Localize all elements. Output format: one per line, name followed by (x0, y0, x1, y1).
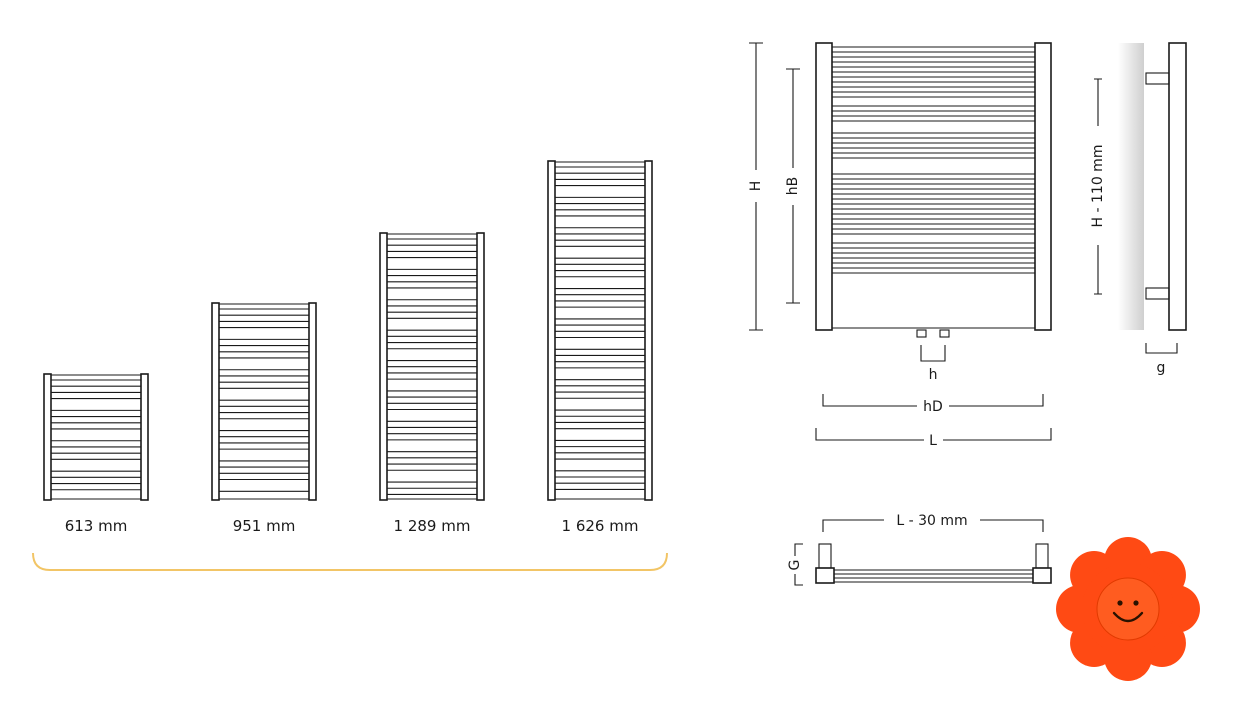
radiator-post-left (379, 232, 388, 501)
radiator-post-right (644, 160, 653, 501)
radiator-size-1289: 1 289 mm (379, 232, 485, 535)
size-range-brace (32, 552, 668, 571)
radiator-post-left (547, 160, 556, 501)
radiator-size-613: 613 mm (43, 373, 149, 535)
size-label-951: 951 mm (233, 517, 296, 535)
label-hB: hB (785, 177, 801, 195)
top-left-foot (815, 567, 835, 584)
front-right-post (1034, 42, 1052, 331)
valve-right (939, 329, 950, 338)
dimension-G: G (787, 543, 803, 586)
label-h: h (929, 367, 938, 383)
radiator-post-right (476, 232, 485, 501)
side-post (1168, 42, 1187, 331)
front-view (815, 42, 1052, 338)
size-label-1289: 1 289 mm (394, 517, 471, 535)
size-label-1626: 1 626 mm (562, 517, 639, 535)
label-g: g (1157, 360, 1166, 376)
top-view (815, 543, 1052, 584)
radiator-post-left (43, 373, 52, 501)
top-left-post (818, 543, 832, 569)
dimension-hB: hB (785, 68, 801, 304)
smiling-flower-icon (1056, 537, 1200, 681)
dimension-L: L (815, 428, 1052, 449)
front-bars (832, 46, 1035, 329)
side-bracket-bottom (1145, 287, 1170, 300)
label-L-minus-30: L - 30 mm (896, 513, 967, 529)
dimension-hD: hD (822, 394, 1044, 415)
label-H-minus-110: H - 110 mm (1090, 145, 1106, 228)
top-right-post (1035, 543, 1049, 569)
front-left-post (815, 42, 833, 331)
label-H: H (748, 181, 764, 192)
radiator-post-right (308, 302, 317, 501)
size-label-613: 613 mm (65, 517, 128, 535)
top-right-foot (1032, 567, 1052, 584)
side-view (1118, 42, 1187, 331)
dimension-h: h (920, 345, 946, 383)
label-hD: hD (923, 399, 943, 415)
dimension-H: H (748, 42, 764, 331)
dimension-g: g (1145, 343, 1178, 376)
dimension-L-minus-30: L - 30 mm (822, 513, 1044, 532)
radiator-size-951: 951 mm (211, 302, 317, 535)
wall (1118, 43, 1144, 330)
radiator-size-1626: 1 626 mm (547, 160, 653, 535)
radiator-post-right (140, 373, 149, 501)
valve-left (916, 329, 927, 338)
side-bracket-top (1145, 72, 1170, 85)
dimension-H-minus-110: H - 110 mm (1090, 78, 1106, 295)
radiator-post-left (211, 302, 220, 501)
label-L: L (929, 433, 937, 449)
label-G: G (787, 560, 803, 571)
